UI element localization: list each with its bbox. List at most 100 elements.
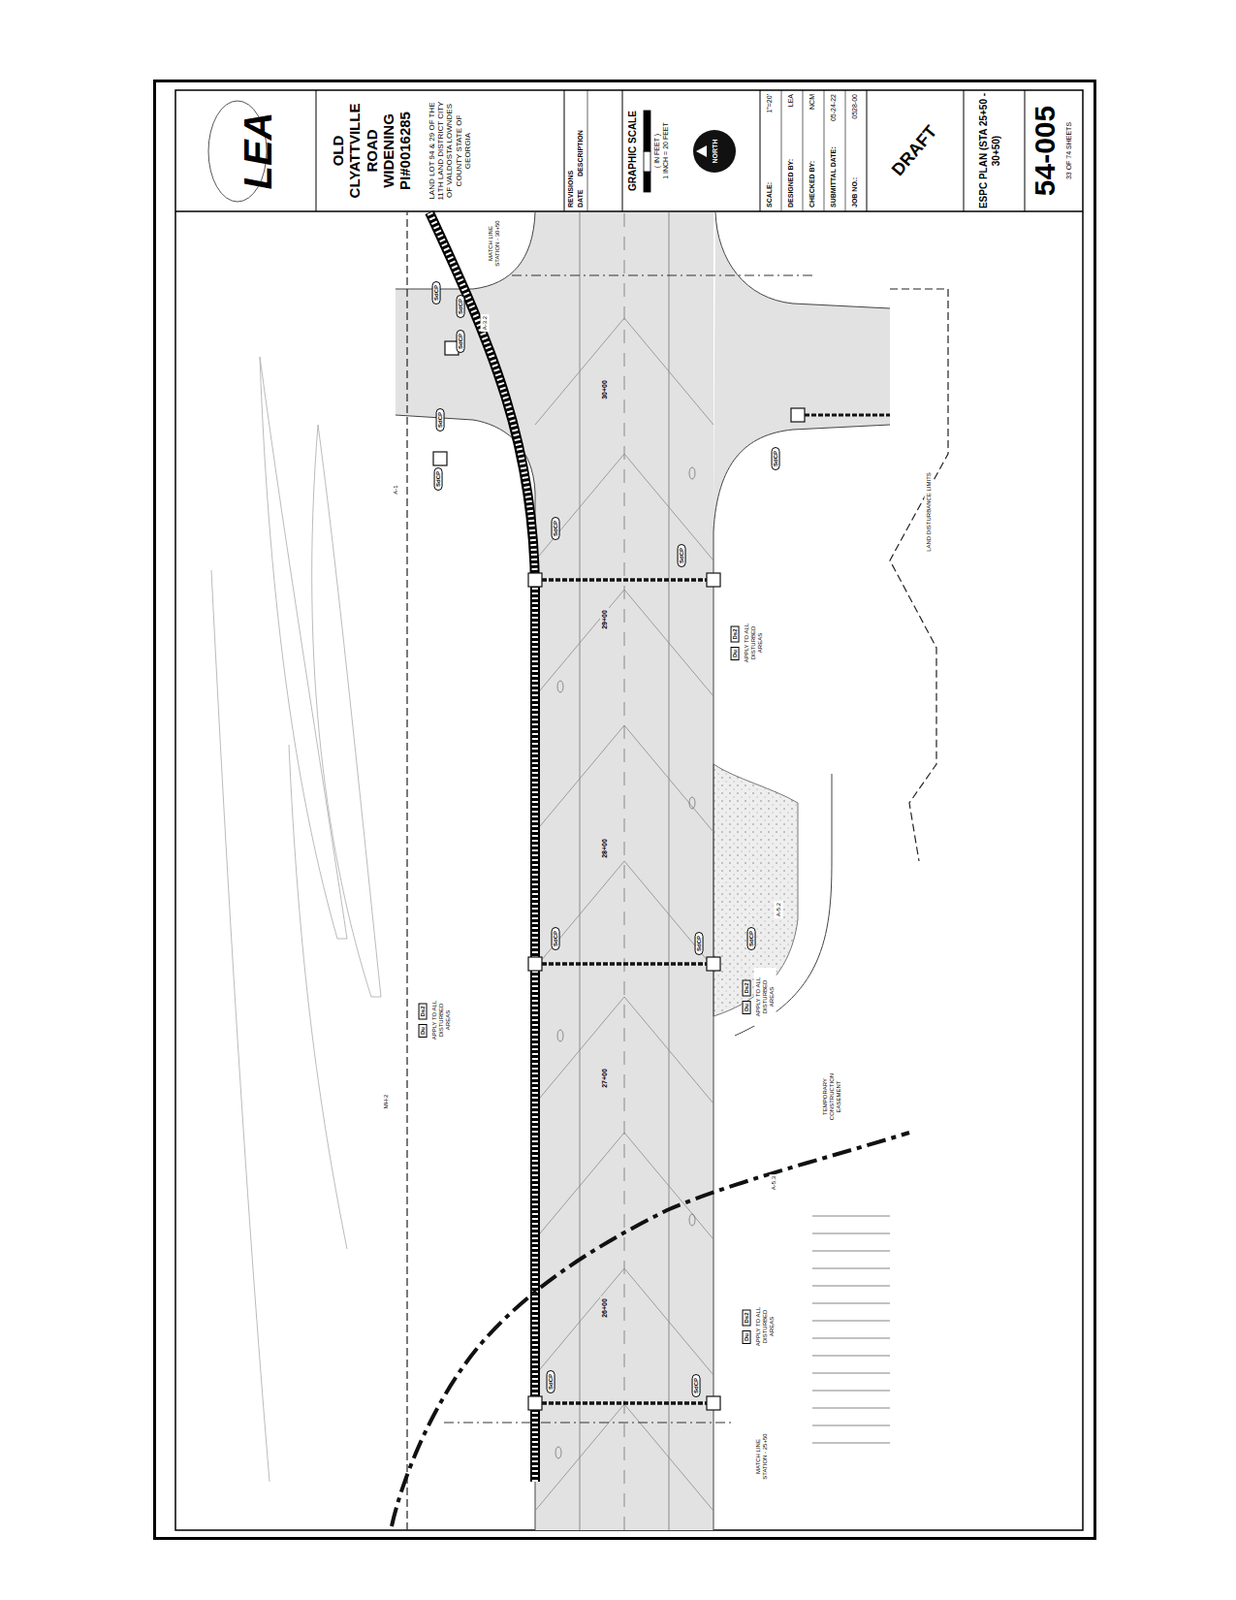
disturbance-limit-line [889,288,949,861]
graphic-scale-bar [643,110,651,152]
title-block-text: SUBMITTAL DATE: [829,146,838,208]
lane-line [624,212,626,1530]
title-block-rule [824,90,825,212]
plan-note: APPLY TO ALL DISTURBED AREAS [754,967,777,1026]
plan-note: MATCH LINE STATION - 30+50 [486,214,503,273]
title-block-text: DESCRIPTION [576,129,585,177]
bmp-code-box: Ds2 [730,625,740,642]
chevron-striping [535,453,714,561]
plan-note: MATCH LINE STATION - 25+50 [754,1426,770,1486]
title-block-text: DRAFT [867,97,961,204]
title-block-rule [760,90,761,212]
plan-note: TEMPORARY CONSTRUCTION EASEMENT [821,1060,844,1133]
sediment-barrier [528,1395,542,1410]
station-label: 28+00 [600,836,610,860]
north-arrow [693,129,736,173]
plan-note: APPLY TO ALL DISTURBED AREAS [754,1297,777,1356]
callout-tag: SdCP [546,1369,556,1394]
title-block-rule [866,90,868,212]
title-block-text: NCM [808,94,817,154]
sheet-border [175,210,1083,213]
sediment-barrier [706,956,721,971]
sediment-barrier [528,572,542,587]
title-block-text: LEA [787,94,795,154]
sediment-barrier [535,1400,714,1405]
chevron-striping [535,860,714,968]
callout-tag: SdCP [692,1373,701,1397]
railroad [429,212,536,1482]
sheet-border [175,90,1083,1530]
parking-stripe [812,1285,890,1287]
parking-stripe [812,1267,890,1269]
disturbance-limit-line [407,212,949,1530]
title-block-rule [316,90,1025,212]
chevron-striping [535,1403,714,1511]
plan-note: APPLY TO ALL DISTURBED AREAS [742,613,765,672]
bmp-code-box: Du [742,1000,752,1015]
chevron-striping [535,317,714,425]
parking-stripe [812,1215,890,1443]
title-block-rule [316,90,317,212]
parking-stripe [812,1215,890,1217]
title-block-text: CHECKED BY: [808,160,817,208]
title-block-text: LAND LOT 94 & 29 OF THE 11TH LAND DISTRI… [427,97,473,204]
callout-tag: SdCP [456,329,466,353]
sediment-barrier [791,408,805,422]
title-block-cell: SCALE:1"=20'DESIGNED BY:LEACHECKED BY:NC… [760,90,867,212]
roadway [535,212,714,1530]
parking-stripe [812,1337,890,1339]
match-line [443,1422,735,1424]
curb-line [395,212,536,289]
curb-line [395,212,890,1530]
roadway [395,212,536,493]
lane-line [579,212,669,1530]
parking-stripe [812,1355,890,1357]
title-block-cell: DRAFT [866,90,964,212]
curb-line [715,212,890,309]
bmp-code-box: Ds2 [742,1308,752,1326]
plan-note: APPLY TO ALL DISTURBED AREAS [430,990,453,1049]
title-block-rule [564,90,566,212]
plan-drawing [153,79,1097,1540]
sheet-border [155,81,1096,1539]
chevron-striping [535,725,714,832]
graphic-scale-bar [643,110,651,192]
title-block-text: GRAPHIC SCALE [627,94,639,208]
roadway [713,212,890,532]
railroad [429,212,536,1482]
contour-line [259,356,348,939]
contour-line [312,424,381,997]
contour-line [211,356,381,1482]
title-block-text: 05-24-22 [829,94,838,154]
sediment-barrier [706,1395,721,1410]
north-arrow [696,145,707,158]
title-block-rule [622,90,624,212]
title-block-cell: LEA [175,90,317,212]
inlet-symbol [557,680,564,693]
callout-tag: SdCP [551,516,561,540]
chevron-striping [535,1132,714,1239]
plan-note: A-5.2 [774,900,784,919]
title-block-text: OLD CLYATTVILLE ROAD WIDENING PI#0016285 [329,94,413,208]
bmp-code-box: Du [730,646,740,661]
rotated-sheet: LEA OLD CLYATTVILLE ROAD WIDENING PI#0016… [153,79,1097,1540]
title-block-rule [963,90,965,212]
title-block-text: ESPC PLAN (STA 25+50 - 30+50) [977,92,1003,210]
parking-stripe [812,1390,890,1392]
callout-tag: SdCP [747,926,757,951]
title-block-rule [587,90,589,212]
chevron-striping [535,317,714,1511]
station-label: 26+00 [600,1296,610,1320]
curb-line [713,424,890,532]
title-block-rule [802,90,804,212]
title-block-text: LEA [235,90,281,212]
sediment-barrier [433,341,890,1410]
parking-stripe [812,1320,890,1322]
graphic-scale-bar [643,151,651,172]
title-block-cell: OLD CLYATTVILLE ROAD WIDENING PI#0016285… [316,90,565,212]
chevron-striping [535,1267,714,1375]
plan-note: A-5.3 [769,1173,779,1192]
station-label: 27+00 [600,1066,610,1090]
inlet-symbol [557,1029,564,1042]
station-label: 29+00 [600,607,610,632]
